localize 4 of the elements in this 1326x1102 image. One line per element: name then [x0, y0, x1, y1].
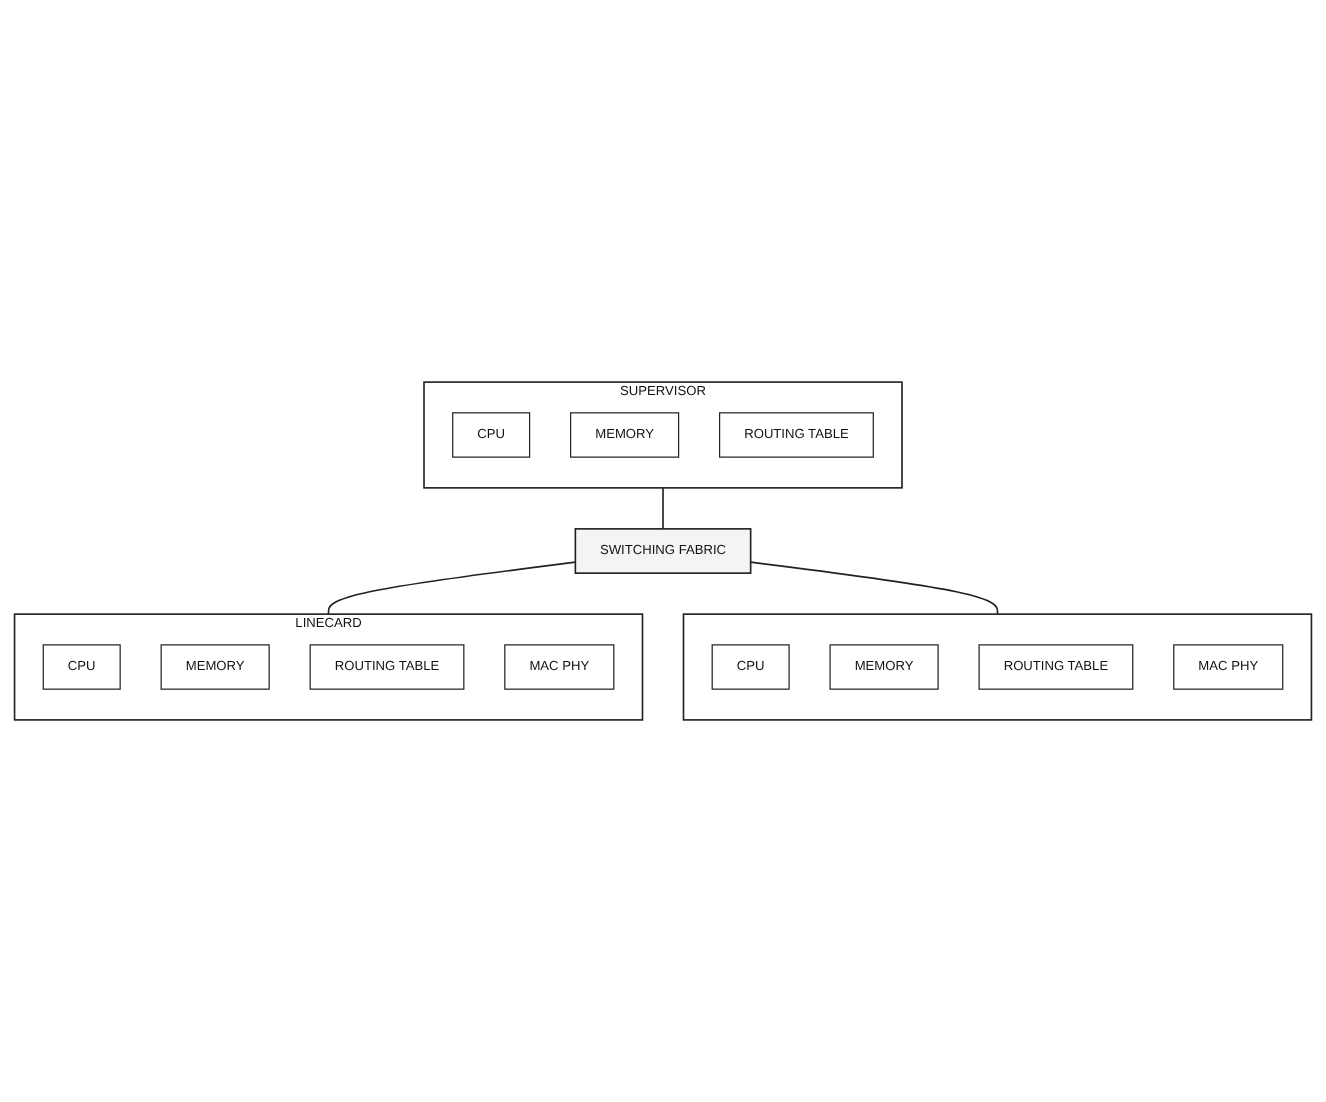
cluster	[682, 613, 1313, 721]
connector	[749, 561, 999, 615]
connector	[662, 487, 664, 530]
connector	[327, 561, 577, 615]
